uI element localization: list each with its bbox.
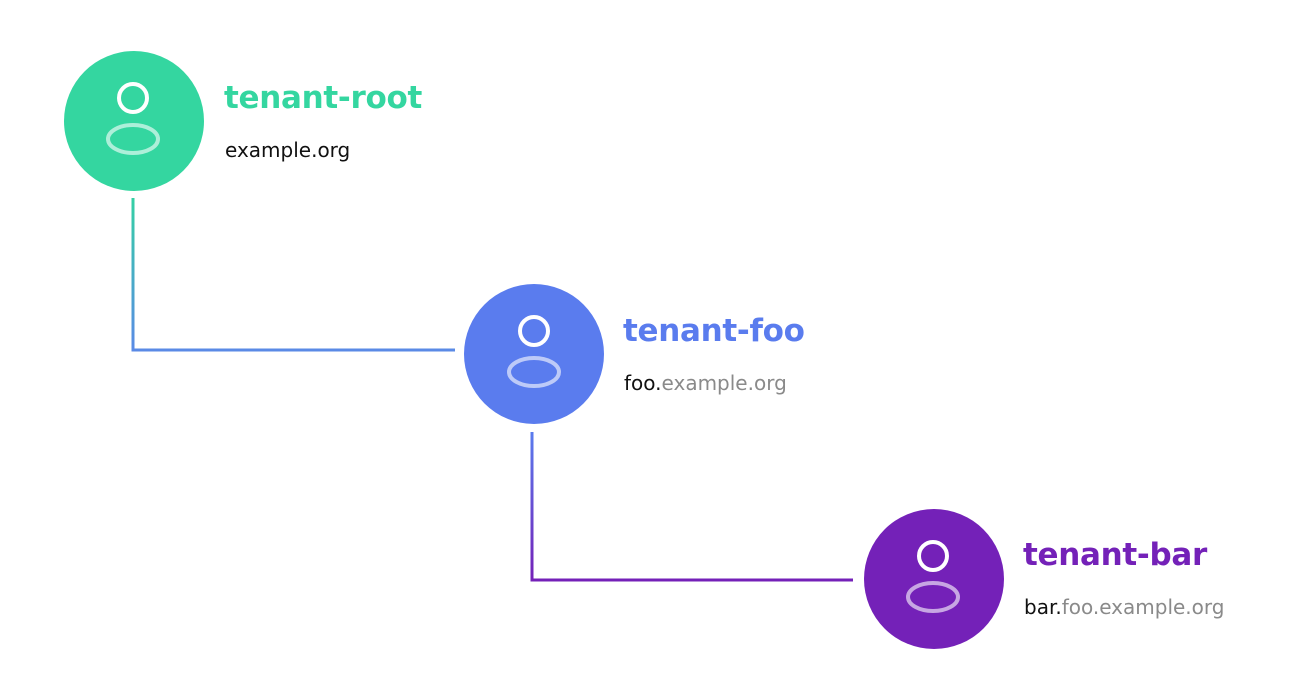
tenant-root-domain: example.org — [225, 138, 350, 162]
tenant-root-avatar — [64, 51, 204, 191]
tenant-bar-name: tenant-bar — [1023, 537, 1207, 573]
tenant-foo-avatar — [464, 284, 604, 424]
user-icon — [507, 315, 561, 388]
tenant-foo-domain: foo.example.org — [624, 371, 787, 395]
domain-own-part: bar. — [1024, 595, 1062, 619]
tenant-foo-name: tenant-foo — [623, 313, 805, 349]
user-icon — [906, 540, 960, 613]
connector-foo-to-bar — [530, 432, 853, 582]
tenant-bar-domain: bar.foo.example.org — [1024, 595, 1224, 619]
user-icon — [106, 82, 160, 155]
tenant-root-name: tenant-root — [224, 80, 422, 116]
tenant-bar-avatar — [864, 509, 1004, 649]
domain-own-part: example.org — [225, 138, 351, 162]
domain-parent-part: foo.example.org — [1061, 595, 1225, 619]
domain-own-part: foo. — [624, 371, 662, 395]
connector-root-to-foo — [131, 198, 455, 352]
domain-parent-part: example.org — [661, 371, 787, 395]
